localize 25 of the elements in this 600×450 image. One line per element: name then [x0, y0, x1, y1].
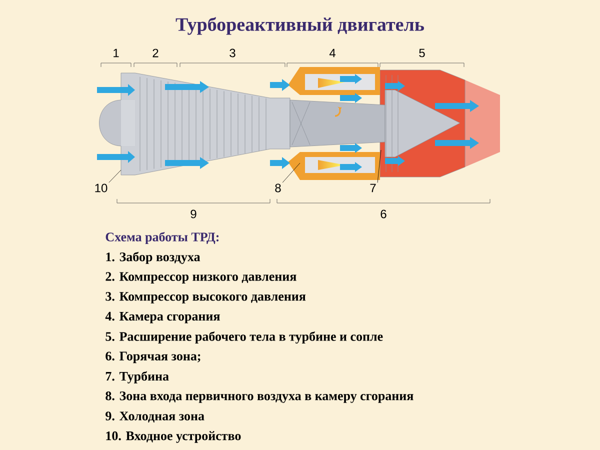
list-item: 10. Входное устройство [106, 431, 241, 443]
list-item: 3. Компрессор высокого давления [106, 292, 306, 304]
callout-number: 8 [275, 184, 281, 192]
list-item: 4. Камера сгорания [105, 312, 220, 324]
leader-line [377, 150, 382, 183]
part-number: 1 [114, 48, 119, 58]
part-number: 4 [329, 48, 336, 58]
list-item: 8. Зона входа первичного воздуха в камеру сгорания [106, 391, 414, 403]
part-number: 5 [419, 48, 425, 58]
list-item: 1. Забор воздуха [106, 252, 200, 264]
list-heading: Схема работы ТРД: [106, 232, 219, 244]
part-number: 2 [152, 48, 158, 58]
callout-number: 10 [95, 184, 108, 192]
leader-line [282, 162, 300, 183]
list-item: 9. Холодная зона [106, 412, 204, 423]
list-item: 6. Горячая зона; [106, 352, 200, 364]
leader-line [108, 170, 122, 183]
title: Турбореактивный двигатель [176, 17, 424, 35]
list-item: 2. Компрессор низкого давления [106, 272, 296, 284]
part-number: 6 [380, 210, 386, 218]
part-number: 3 [230, 48, 236, 58]
part-number: 9 [190, 210, 196, 218]
list-item: 5. Расширение рабочего тела в турбине и сопле [106, 331, 383, 344]
list-item: 7. Турбина [106, 371, 169, 384]
callout-number: 7 [370, 184, 376, 192]
